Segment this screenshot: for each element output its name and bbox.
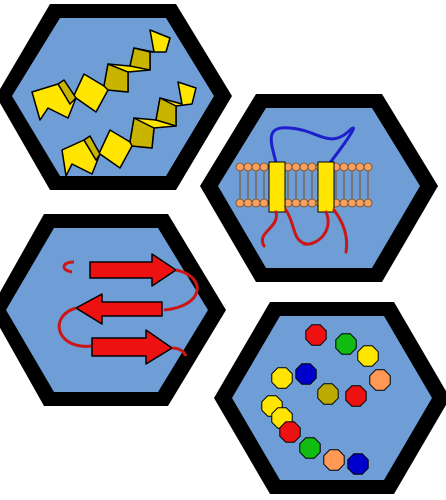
amino-acid-bead xyxy=(345,385,367,407)
lipid-head xyxy=(291,198,301,208)
amino-acid-bead xyxy=(305,324,327,346)
alpha-helix-icon xyxy=(31,29,197,177)
lipid-head xyxy=(259,162,269,172)
lipid-head xyxy=(307,198,317,208)
amino-acid-bead xyxy=(369,369,391,391)
lipid-head xyxy=(291,162,301,172)
lipid-head xyxy=(355,162,365,172)
lipid-head xyxy=(299,162,309,172)
lipid-head xyxy=(243,198,253,208)
amino-acid-bead xyxy=(299,437,321,459)
hex-panel-beta-sheet xyxy=(0,214,226,406)
beta-sheet-icon xyxy=(57,253,199,365)
amino-acid-bead xyxy=(357,345,379,367)
lipid-head xyxy=(339,198,349,208)
lipid-head xyxy=(347,162,357,172)
amino-acid-bead xyxy=(271,367,293,389)
hex-panel-alpha-helix xyxy=(0,4,232,190)
hex-panel-amino-acid-chain xyxy=(214,302,446,494)
lipid-head xyxy=(251,162,261,172)
amino-acid-bead xyxy=(295,363,317,385)
amino-acid-bead xyxy=(335,333,357,355)
hex-panel-membrane-protein xyxy=(200,94,438,282)
amino-acid-bead xyxy=(317,383,339,405)
lipid-head xyxy=(363,198,373,208)
lipid-head xyxy=(339,162,349,172)
amino-acid-bead xyxy=(347,453,369,475)
lipid-head xyxy=(347,198,357,208)
lipid-head xyxy=(259,198,269,208)
lipid-head xyxy=(363,162,373,172)
amino-acid-bead xyxy=(279,421,301,443)
lipid-head xyxy=(235,162,245,172)
transmembrane-protein-icon xyxy=(235,126,373,254)
lipid-head xyxy=(251,198,261,208)
lipid-head xyxy=(299,198,309,208)
lipid-head xyxy=(235,198,245,208)
lipid-head xyxy=(243,162,253,172)
lipid-head xyxy=(355,198,365,208)
lipid-head xyxy=(307,162,317,172)
amino-acid-chain-icon xyxy=(261,324,391,475)
amino-acid-bead xyxy=(323,449,345,471)
